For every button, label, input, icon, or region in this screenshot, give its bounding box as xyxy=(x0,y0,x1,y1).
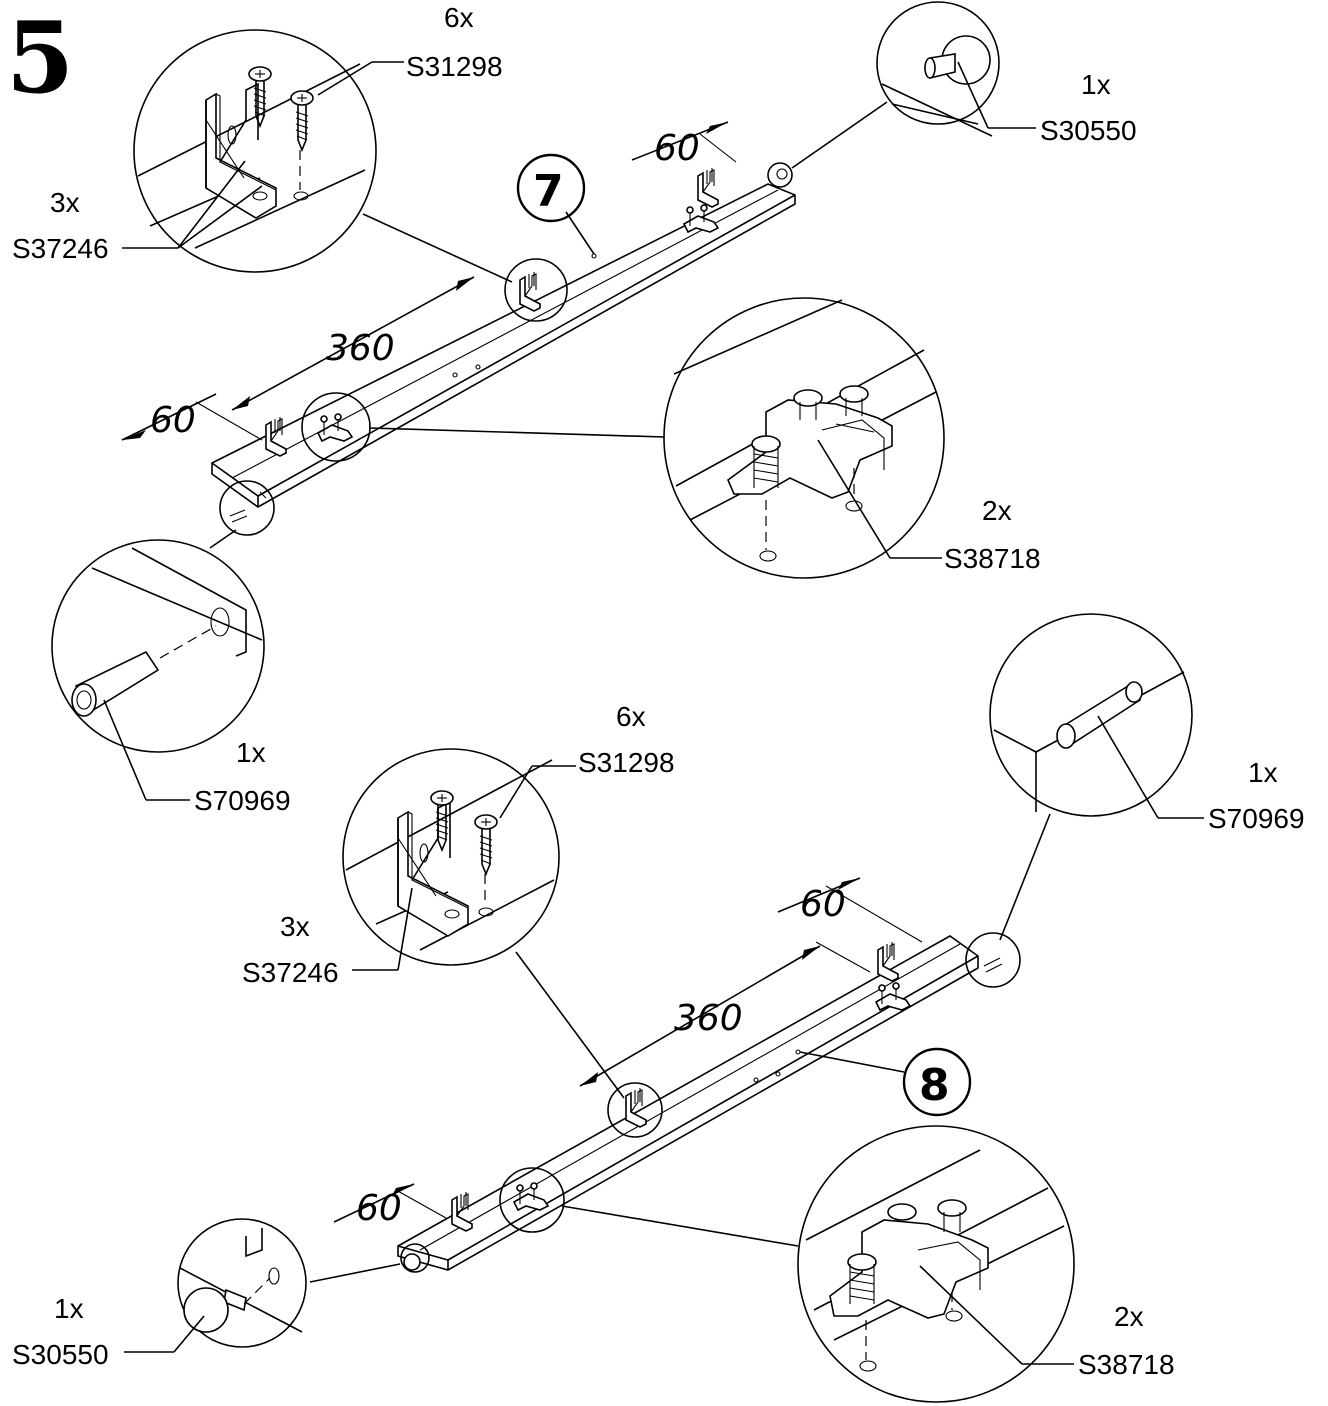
top-clip-code: S38718 xyxy=(944,543,1041,574)
bottom-cap-code: S30550 xyxy=(12,1339,109,1370)
top-dim-left: 60 xyxy=(150,400,196,441)
top-dim-right: 60 xyxy=(654,128,700,169)
top-clip-zoom xyxy=(369,297,945,579)
bottom-rail xyxy=(397,932,1021,1273)
bottom-dowel-zoom xyxy=(989,613,1204,941)
bottom-clip-zoom xyxy=(561,1125,1075,1403)
part-7-number: 7 xyxy=(533,166,564,217)
top-dowel-code: S70969 xyxy=(194,785,291,816)
top-dowel-qty: 1x xyxy=(236,737,266,768)
top-dimension-lines xyxy=(121,121,737,441)
top-rail xyxy=(211,162,796,536)
top-bracket-zoom xyxy=(133,29,513,283)
part-8-number: 8 xyxy=(919,1060,950,1111)
top-bracket-qty: 3x xyxy=(50,187,80,218)
bottom-dim-right: 60 xyxy=(800,884,846,925)
bottom-cap-zoom xyxy=(124,1218,401,1353)
top-screw-qty: 6x xyxy=(444,2,474,33)
bottom-dowel-code: S70969 xyxy=(1208,803,1305,834)
step-number: 5 xyxy=(6,1,74,116)
top-cap-zoom xyxy=(791,1,1036,169)
bottom-dimension-lines xyxy=(333,877,923,1223)
bottom-bracket-code: S37246 xyxy=(242,957,339,988)
top-dim-mid: 360 xyxy=(326,328,395,369)
top-dowel-zoom xyxy=(51,529,265,801)
bottom-screw-code: S31298 xyxy=(578,747,675,778)
top-clip-qty: 2x xyxy=(982,495,1012,526)
bottom-clip-qty: 2x xyxy=(1114,1301,1144,1332)
part-8-badge xyxy=(902,1047,972,1117)
bottom-clip-code: S38718 xyxy=(1078,1349,1175,1380)
bottom-dim-left: 60 xyxy=(356,1188,402,1229)
top-screw-code: S31298 xyxy=(406,51,503,82)
top-cap-qty: 1x xyxy=(1081,69,1111,100)
bottom-cap-qty: 1x xyxy=(54,1293,84,1324)
top-bracket-code: S37246 xyxy=(12,233,109,264)
part-7-badge xyxy=(516,153,586,223)
bottom-screw-qty: 6x xyxy=(616,701,646,732)
bottom-bracket-qty: 3x xyxy=(280,911,310,942)
bottom-dowel-qty: 1x xyxy=(1248,757,1278,788)
bottom-dim-mid: 360 xyxy=(674,998,743,1039)
top-cap-code: S30550 xyxy=(1040,115,1137,146)
bottom-bracket-zoom xyxy=(342,748,625,1099)
